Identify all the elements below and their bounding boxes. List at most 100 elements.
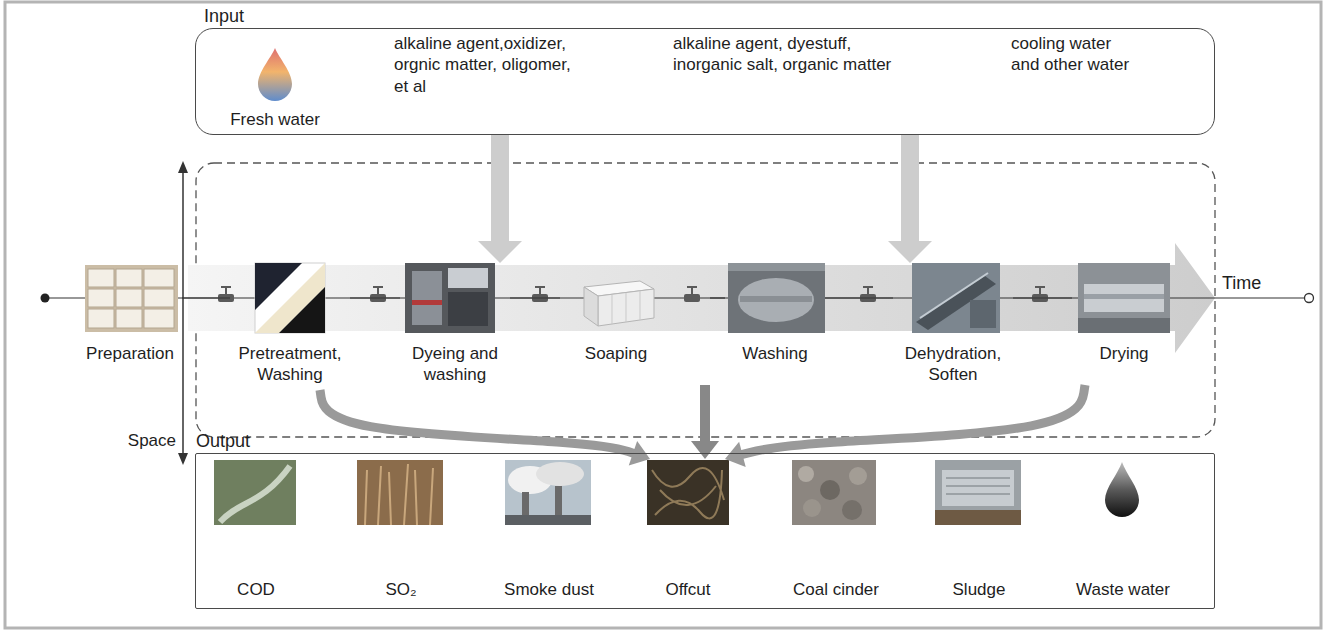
connector-line: [1013, 297, 1072, 298]
output-photo: [935, 510, 1021, 525]
text-slot: Dyeing and washing: [400, 343, 510, 386]
output-item: Waste water: [1068, 459, 1178, 605]
stage-photo: [116, 269, 142, 287]
valve-icon: [535, 286, 545, 288]
text-slot: SO₂: [346, 579, 456, 600]
valve-icon: [867, 287, 869, 294]
stage-photo: [1084, 284, 1164, 312]
connector-line: [901, 135, 919, 242]
valve-icon: [532, 287, 548, 302]
text-slot: Smoke dust: [494, 579, 604, 600]
output-photo: [942, 470, 1014, 506]
output-item: Coal cinder: [781, 459, 891, 605]
output-photo: [946, 478, 1010, 494]
output-item: Offcut: [633, 459, 743, 605]
stage-photo: [116, 289, 142, 307]
stage-photo: [448, 292, 488, 326]
valve-icon: [370, 287, 386, 302]
output-label: SO₂: [346, 579, 456, 600]
stage-photo: [448, 268, 488, 288]
output-photo: [505, 460, 591, 525]
valve-icon: [225, 287, 227, 294]
axis-end-circle: [1305, 294, 1314, 303]
input-arrow: [478, 135, 522, 263]
text-slot: Drying: [1072, 343, 1176, 364]
valve-icon: [221, 286, 231, 288]
connector-line: [491, 135, 509, 242]
output-label: Smoke dust: [494, 579, 604, 600]
stage-label: Pretreatment, Washing: [230, 343, 350, 386]
stage-photo: [912, 263, 1000, 333]
input-label: cooling water and other water: [1011, 33, 1136, 76]
connector-line: [182, 297, 230, 298]
stage-photo: [970, 300, 996, 328]
stage-photo: [584, 287, 598, 326]
output-label: Waste water: [1068, 579, 1178, 600]
output-photo: [652, 468, 724, 518]
output-item: COD: [201, 459, 311, 605]
timeline-link: [510, 298, 560, 299]
stage-photo: [405, 263, 495, 333]
process-stage: Preparation: [78, 263, 182, 385]
stage-photo: [728, 263, 825, 333]
input-label: alkaline agent, dyestuff, inorganic salt…: [673, 33, 913, 76]
text-slot: alkaline agent,oxidizer, orgnic matter, …: [394, 33, 579, 97]
input-arrow: [888, 135, 932, 263]
valve-icon: [1039, 287, 1041, 294]
text-slot: COD: [201, 579, 311, 600]
timeline-link: [182, 298, 230, 299]
text-slot: Preparation: [78, 343, 182, 364]
water-drop-icon: [1105, 462, 1139, 517]
process-stage: Drying: [1072, 263, 1176, 385]
valve-icon: [863, 286, 873, 288]
output-photo: [214, 460, 296, 525]
axis-label: Time: [1222, 272, 1282, 295]
output-photo: [849, 467, 867, 485]
process-stage: Soaping: [560, 263, 710, 385]
output-item: Smoke dust: [494, 459, 604, 605]
input-label: alkaline agent,oxidizer, orgnic matter, …: [394, 33, 579, 97]
stage-photo: [255, 263, 325, 333]
output-arrow: [725, 385, 1085, 467]
stage-label: Dyeing and washing: [400, 343, 510, 386]
arrow-head: [478, 241, 522, 263]
output-photo: [935, 460, 1021, 525]
valve-icon: [860, 287, 876, 302]
output-photo: [792, 460, 876, 525]
valve-icon: [373, 286, 383, 288]
stage-photo: [1078, 263, 1170, 333]
stage-photo: [412, 300, 442, 305]
process-stage: Washing: [725, 263, 825, 385]
stage-photo: [738, 278, 814, 322]
output-photo: [798, 466, 814, 482]
output-photo: [220, 466, 290, 522]
text-slot: Fresh water: [220, 109, 330, 130]
stage-label: Drying: [1072, 343, 1176, 364]
stage-photo: [612, 295, 613, 324]
stage-photo: [88, 269, 114, 287]
stage-label: Dehydration, Soften: [893, 343, 1013, 386]
arrow-head: [691, 441, 719, 459]
timeline-link: [825, 298, 893, 299]
stage-photo: [598, 289, 654, 326]
timeline-link: [710, 298, 725, 299]
stage-photo: [279, 287, 325, 333]
connector-line: [741, 385, 1085, 455]
output-arrow: [320, 390, 650, 466]
stage-photo: [1084, 294, 1164, 299]
text-slot: Washing: [725, 343, 825, 364]
process-stage: Pretreatment, Washing: [230, 263, 350, 390]
stage-photo: [144, 269, 174, 287]
output-item: SO₂: [346, 459, 456, 605]
output-photo: [803, 499, 821, 517]
stage-label: Soaping: [560, 343, 672, 364]
output-photo: [647, 460, 729, 525]
text-slot: Coal cinder: [781, 579, 891, 600]
input-label: Fresh water: [220, 109, 330, 130]
connector-line: [350, 297, 400, 298]
space-axis: [182, 170, 184, 456]
stage-photo: [412, 271, 442, 325]
connector-line: [320, 390, 634, 454]
